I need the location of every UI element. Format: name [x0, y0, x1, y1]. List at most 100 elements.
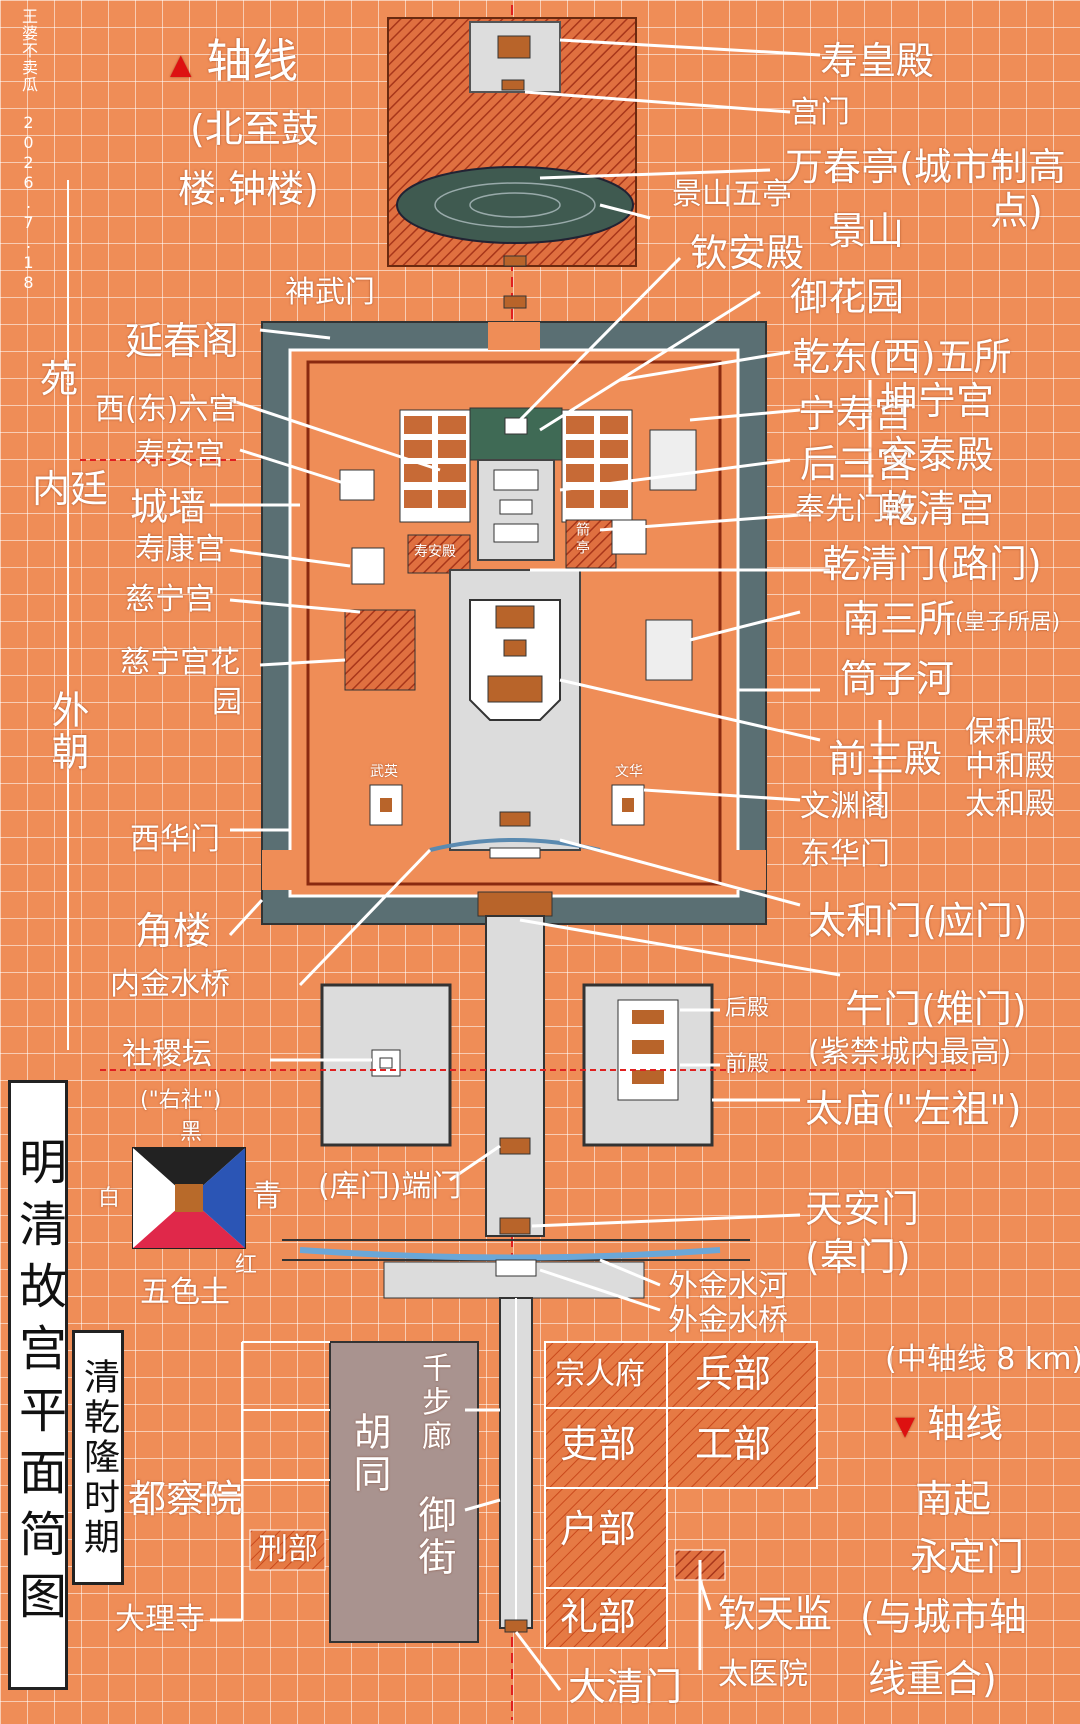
soil-label-black: 黑 [180, 1120, 203, 1145]
signature: 王婆不卖瓜 2026.7.18 [19, 8, 38, 293]
axis-south-label: ▼ 轴线 [895, 1402, 1004, 1446]
axis-north-detail-2: 楼.钟楼) [178, 167, 319, 211]
label-hubu: 户部 [560, 1507, 637, 1551]
label-wenyuange: 文渊阁 [800, 789, 890, 824]
soil-black [133, 1148, 245, 1198]
map-title-box: 明清故宫平面简图 [8, 1080, 68, 1690]
axis-south-marker-icon: ▼ [895, 1411, 915, 1442]
label-jiaotaidian: 交泰殿 [880, 433, 995, 477]
soil-title: 五色土 [140, 1275, 230, 1310]
label-wuying: 武英 [370, 764, 398, 780]
label-wenhua: 文华 [615, 764, 643, 780]
axis-north-label: ▲ 轴线 [170, 34, 299, 88]
map-title: 明清故宫平面简图 [10, 1137, 66, 1633]
west-six-palaces [399, 409, 471, 523]
soil-cyan [189, 1148, 245, 1248]
label-qintianjian: 钦天监 [718, 1592, 833, 1636]
label-tongzihe: 筒子河 [840, 657, 955, 701]
nansansuo [645, 619, 693, 681]
label-libu-rites: 礼部 [560, 1595, 637, 1639]
soil-white [133, 1148, 189, 1248]
label-jingshanwuting: 景山五亭 [672, 177, 792, 212]
label-yujie: 御街 [412, 1495, 456, 1579]
label-taimiao: 太庙("左祖") [805, 1087, 1022, 1131]
label-cininggonghuayuan-end: 园 [212, 685, 242, 720]
tiananmen [499, 1217, 531, 1235]
label-kunninggong: 坤宁宫 [880, 379, 995, 423]
soil-red [133, 1198, 245, 1248]
axis-north-detail-1: (北至鼓 [190, 107, 319, 151]
label-shouangong: 寿安宫 [135, 437, 225, 472]
label-nansansuo: 南三所 [842, 597, 957, 641]
label-shenwumen: 神武门 [285, 275, 375, 310]
axis-south-detail-4: 线重合) [868, 1657, 997, 1701]
wuying [369, 784, 403, 826]
label-jiaolou: 角楼 [135, 909, 212, 953]
outer-golden-water [299, 1247, 721, 1261]
label-daqingmen: 大清门 [568, 1665, 683, 1709]
axis-north-marker-icon: ▲ [170, 47, 192, 81]
label-gaomen: (皋门) [805, 1235, 911, 1279]
map-subtitle: 清乾隆时期 [78, 1357, 119, 1558]
label-qianqinggong: 乾清宫 [880, 487, 995, 531]
label-bingbu: 兵部 [695, 1352, 772, 1396]
label-fengxiandian: 奉先门殿 [795, 492, 915, 527]
label-nansansuo-note: (皇子所居) [955, 610, 1061, 635]
label-zhonghedian: 中和殿 [965, 749, 1055, 784]
daqingmen [504, 1619, 528, 1633]
soil-label-cyan: 青 [252, 1179, 282, 1214]
hutong-block [329, 1341, 479, 1643]
central-corridor [485, 915, 545, 1237]
shoukanggong [351, 547, 385, 585]
label-xingbu: 刑部 [258, 1532, 318, 1567]
label-cininggonghuayuan: 慈宁宫花 [120, 645, 240, 680]
zhonghedian [503, 639, 527, 657]
zone-neiting: 内廷 [32, 467, 109, 511]
soil-yellow [175, 1184, 203, 1212]
five-color-soil-diagram [132, 1147, 246, 1249]
taihedian [487, 675, 543, 703]
ningshougong [649, 429, 697, 491]
soil-label-white: 白 [98, 1186, 121, 1211]
label-waijinshuiqiao: 外金水桥 [668, 1303, 788, 1338]
duanmen [499, 1137, 531, 1155]
label-taihedian: 太和殿 [965, 787, 1055, 822]
soil-label-red: 红 [235, 1253, 258, 1278]
label-xihuamen: 西华门 [130, 822, 220, 857]
label-hutong: 胡同 [347, 1412, 391, 1496]
label-tiananmen: 天安门 [805, 1187, 920, 1231]
label-wanchunting: 万春亭(城市制高 [785, 145, 1066, 189]
label-kumenduanmen: (库门)端门 [318, 1169, 462, 1204]
label-zongrenfu: 宗人府 [555, 1357, 645, 1392]
label-qinandian: 钦安殿 [690, 231, 805, 275]
east-six-palaces [561, 409, 633, 523]
label-libu-official: 吏部 [560, 1422, 637, 1466]
label-houdian: 后殿 [725, 996, 770, 1021]
label-shouhuangdian: 寿皇殿 [820, 39, 935, 83]
label-neijinshuiqiao: 内金水桥 [110, 967, 230, 1002]
label-wumen: 午门(雉门) [845, 987, 1027, 1031]
label-ningshougong: 宁寿宫 [798, 392, 913, 436]
label-shoucuodian: 寿安殿 [414, 544, 456, 560]
ministries [544, 1341, 818, 1649]
label-qiandian: 前殿 [725, 1052, 770, 1077]
label-wanchunting-end: 点) [990, 189, 1043, 233]
cininggong-garden [344, 609, 416, 691]
label-waijinshuihe: 外金水河 [668, 1269, 788, 1304]
label-qianqingmen: 乾清门(路门) [822, 542, 1042, 586]
label-cininggong: 慈宁宫 [125, 582, 215, 617]
label-taihemen: 太和门(应门) [808, 899, 1028, 943]
label-gongbu: 工部 [695, 1422, 772, 1466]
label-baohedian: 保和殿 [965, 715, 1055, 750]
wumen [477, 891, 553, 917]
map-subtitle-box: 清乾隆时期 [72, 1330, 124, 1585]
cininggong-hatched [407, 534, 471, 574]
label-chengqiang: 城墙 [130, 485, 207, 529]
jingshan-hill [396, 166, 634, 244]
axis-south-detail-3: (与城市轴 [860, 1595, 1027, 1639]
baohedian [495, 605, 535, 629]
xingbu-block [249, 1529, 326, 1571]
label-jingshan: 景山 [828, 209, 905, 253]
axis-south-detail-1: 南起 [915, 1477, 992, 1521]
